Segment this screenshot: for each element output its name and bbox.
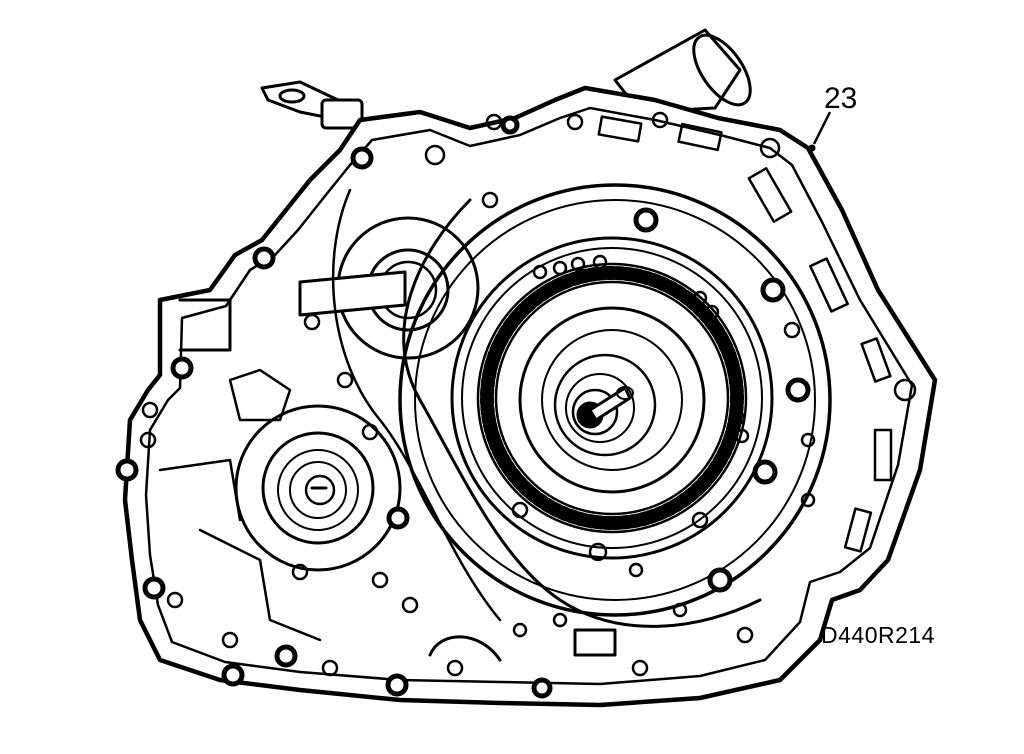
housing-outline <box>122 85 938 708</box>
bolt <box>350 146 374 170</box>
callout-label: 23 <box>824 82 858 115</box>
differential-bore <box>234 404 402 572</box>
bolt <box>707 567 733 593</box>
bolt <box>115 458 139 482</box>
upper-shaft-bore <box>178 216 480 360</box>
bolt <box>752 459 778 485</box>
bolt <box>385 673 409 697</box>
input-shaft-hub <box>518 306 706 494</box>
ring-gear-teeth <box>480 266 744 530</box>
bolt <box>633 207 659 233</box>
bolt <box>386 506 410 530</box>
bolt <box>142 576 166 600</box>
flange-inner-line <box>144 106 914 686</box>
bolt <box>500 115 520 135</box>
bolt <box>531 677 553 699</box>
converter-housing <box>398 183 832 617</box>
mounting-bracket <box>260 80 364 130</box>
bolt <box>252 246 276 270</box>
bolt <box>274 644 298 668</box>
figure-code: D440R214 <box>821 622 935 648</box>
housing-bolts <box>115 115 811 699</box>
housing-web <box>402 198 762 628</box>
bolt <box>760 277 786 303</box>
flange-holes <box>139 111 917 677</box>
callout-leader <box>812 111 832 145</box>
callout-leader-dot <box>808 144 816 152</box>
bolt <box>221 663 245 687</box>
bolt <box>170 356 194 380</box>
flange-slots <box>597 115 893 553</box>
bolt <box>785 377 811 403</box>
